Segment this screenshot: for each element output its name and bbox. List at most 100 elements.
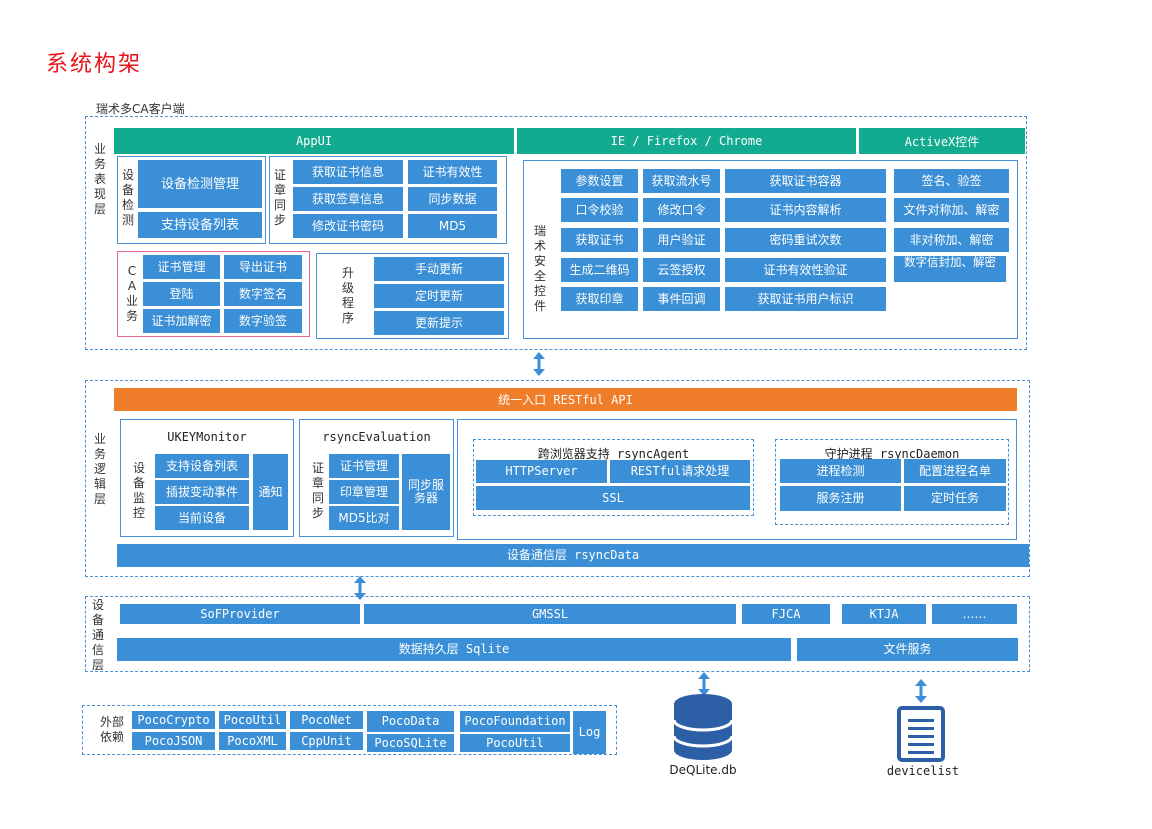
client-label: 瑞术多CA客户端: [96, 102, 185, 116]
service-register: 服务注册: [780, 486, 901, 511]
cert-validity: 证书有效性: [408, 160, 497, 184]
sec-parse-cert: 证书内容解析: [725, 198, 886, 222]
fjca: FJCA: [742, 604, 830, 624]
upgrade-label: 升级程序: [341, 266, 354, 325]
device-detect-manage: 设备检测管理: [138, 160, 262, 208]
rsync-eval-label: 证章同步: [311, 461, 324, 520]
ssl: SSL: [476, 486, 750, 510]
document-list-icon: [897, 706, 945, 762]
dep-poconet: PocoNet: [290, 711, 363, 729]
sync-data: 同步数据: [408, 187, 497, 211]
external-label: 外部依赖: [99, 715, 124, 744]
sec-envelope: 数字信封加、解密: [894, 256, 1006, 282]
digital-sign: 数字签名: [224, 282, 302, 306]
ukey-monitor-label: 设备监控: [132, 461, 145, 520]
device-support-list: 支持设备列表: [138, 212, 262, 238]
eval-md5-compare: MD5比对: [329, 506, 399, 530]
page-title: 系统构架: [46, 52, 143, 77]
sec-event-callback: 事件回调: [643, 287, 720, 311]
cert-manage: 证书管理: [143, 255, 220, 279]
sec-sign-verify: 签名、验签: [894, 169, 1009, 193]
device-layer-frame: [85, 596, 1030, 672]
device-detect-label: 设备检测: [121, 168, 134, 227]
sec-user-verify: 用户验证: [643, 228, 720, 252]
sec-pin-check: 口令校验: [561, 198, 638, 222]
activex-bar: ActiveX控件: [859, 128, 1025, 154]
modify-cert-password: 修改证书密码: [293, 214, 403, 238]
dep-pocoutil: PocoUtil: [219, 711, 286, 729]
sec-file-sym: 文件对称加、解密: [894, 198, 1009, 222]
manual-update: 手动更新: [374, 257, 504, 281]
process-whitelist: 配置进程名单: [904, 459, 1006, 483]
md5: MD5: [408, 214, 497, 238]
cert-sync-label: 证章同步: [273, 168, 286, 227]
sec-get-seal: 获取印章: [561, 287, 638, 311]
dep-pocoutil-2: PocoUtil: [460, 734, 570, 752]
dep-pococrypto: PocoCrypto: [132, 711, 215, 729]
database-icon: [672, 694, 734, 760]
file-service: 文件服务: [797, 638, 1018, 661]
daemon-frame: [775, 439, 1009, 525]
sec-param-settings: 参数设置: [561, 169, 638, 193]
sec-get-serial: 获取流水号: [643, 169, 720, 193]
ukey-plug-event: 插拔变动事件: [155, 480, 249, 504]
scheduled-update: 定时更新: [374, 284, 504, 308]
restful-api-bar: 统一入口 RESTful API: [114, 388, 1017, 411]
cert-encrypt-decrypt: 证书加解密: [143, 309, 220, 333]
device-layer-label: 设备通信层: [91, 598, 104, 672]
login: 登陆: [143, 282, 220, 306]
db-label: DeQLite.db: [669, 763, 737, 777]
ukey-monitor-title: UKEYMonitor: [167, 430, 247, 444]
dep-pocodata: PocoData: [367, 711, 454, 732]
sec-modify-pin: 修改口令: [643, 198, 720, 222]
http-server: HTTPServer: [476, 460, 607, 483]
get-cert-info: 获取证书信息: [293, 160, 403, 184]
sec-cloud-auth: 云签授权: [643, 258, 720, 282]
sec-qrcode: 生成二维码: [561, 258, 638, 282]
sec-retry-count: 密码重试次数: [725, 228, 886, 252]
appui-bar: AppUI: [114, 128, 514, 154]
devicelist-label: devicelist: [886, 764, 960, 778]
ukey-notify: 通知: [253, 454, 288, 530]
update-prompt: 更新提示: [374, 311, 504, 335]
ukey-current-device: 当前设备: [155, 506, 249, 530]
digital-verify: 数字验签: [224, 309, 302, 333]
scheduled-task: 定时任务: [904, 486, 1006, 511]
sec-cert-validity: 证书有效性验证: [725, 258, 886, 282]
device-comm-rsyncdata: 设备通信层 rsyncData: [117, 544, 1029, 567]
browsers-bar: IE / Firefox / Chrome: [517, 128, 856, 154]
logic-layer-frame: [85, 380, 1030, 577]
updown-arrow-icon: [915, 679, 927, 703]
dep-log: Log: [573, 711, 606, 754]
rsync-eval-title: rsyncEvaluation: [322, 430, 431, 444]
external-frame: [82, 705, 617, 755]
get-seal-info: 获取签章信息: [293, 187, 403, 211]
eval-sync-server: 同步服务器: [402, 454, 450, 530]
agent-title: 跨浏览器支持 rsyncAgent: [537, 447, 690, 461]
process-detect: 进程检测: [780, 459, 901, 483]
updown-arrow-icon: [698, 672, 710, 696]
more-providers: ……: [932, 604, 1017, 624]
sec-get-container: 获取证书容器: [725, 169, 886, 193]
agent-frame: [473, 439, 754, 516]
presentation-layer-frame: [85, 116, 1027, 350]
dep-pocoxml: PocoXML: [219, 732, 286, 750]
sec-user-id: 获取证书用户标识: [725, 287, 886, 311]
security-control-label: 瑞术安全控件: [533, 224, 546, 313]
ukey-support-list: 支持设备列表: [155, 454, 249, 478]
dep-pocofoundation: PocoFoundation: [460, 711, 570, 732]
updown-arrow-icon: [533, 352, 545, 376]
eval-cert-manage: 证书管理: [329, 454, 399, 478]
logic-layer-label: 业务逻辑层: [93, 432, 106, 506]
dep-cppunit: CppUnit: [290, 732, 363, 750]
gmssl: GMSSL: [364, 604, 736, 624]
dep-pocojson: PocoJSON: [132, 732, 215, 750]
sofprovider: SoFProvider: [120, 604, 360, 624]
dep-pocosqlite: PocoSQLite: [367, 734, 454, 752]
ktja: KTJA: [842, 604, 926, 624]
sec-get-cert: 获取证书: [561, 228, 638, 252]
daemon-title: 守护进程 rsyncDaemon: [824, 447, 960, 461]
ca-business-label: CA业务: [125, 264, 138, 323]
sqlite-persist: 数据持久层 Sqlite: [117, 638, 791, 661]
export-cert: 导出证书: [224, 255, 302, 279]
